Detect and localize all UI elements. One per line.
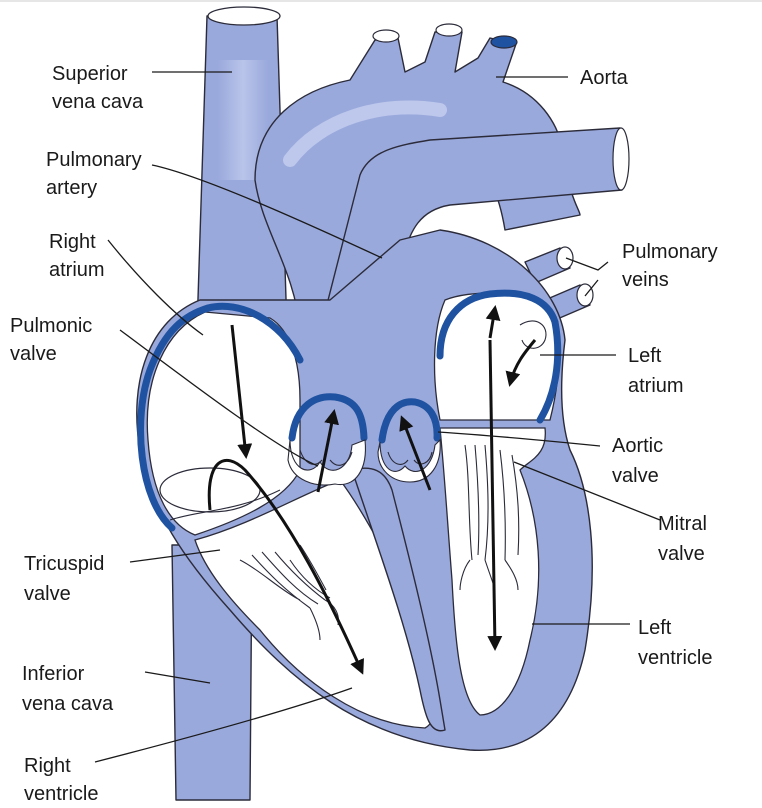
label-pulmonic-valve: Pulmonic valve <box>10 315 98 365</box>
label-right-ventricle: Right ventricle <box>24 755 98 805</box>
label-mitral-valve: Mitral valve <box>658 513 712 565</box>
chordae-left <box>459 444 520 591</box>
leader-right-ventricle <box>94 687 353 763</box>
pulmonic-valve-leaflets <box>287 439 366 486</box>
label-left-ventricle: Left ventricle <box>638 617 712 669</box>
septum <box>351 467 446 732</box>
label-pulmonary-veins: Pulmonary veins <box>622 241 723 291</box>
label-tricuspid-valve: Tricuspid valve <box>24 553 110 605</box>
label-aorta: Aorta <box>580 67 629 89</box>
leader-pulmonary-artery <box>151 164 383 259</box>
leader-inferior-vena-cava <box>144 671 211 684</box>
label-superior-vena-cava: Superior vena cava <box>52 63 144 113</box>
aortic-valve-leaflets <box>377 438 441 483</box>
blood-flow-arrows <box>207 305 537 675</box>
label-right-atrium: Right atrium <box>49 231 105 281</box>
label-aortic-valve: Aortic valve <box>612 435 669 487</box>
label-inferior-vena-cava: Inferior vena cava <box>22 663 114 715</box>
leader-aortic-valve <box>437 431 601 447</box>
leader-right-atrium <box>107 239 204 336</box>
leader-pulmonic-valve <box>119 329 319 467</box>
leader-pulmonary-veins <box>565 257 609 297</box>
leader-tricuspid-valve <box>129 549 221 563</box>
label-pulmonary-artery: Pulmonary artery <box>46 149 147 199</box>
leader-mitral-valve <box>513 461 661 521</box>
svc-opening <box>207 6 281 26</box>
label-left-atrium: Left atrium <box>628 345 684 397</box>
